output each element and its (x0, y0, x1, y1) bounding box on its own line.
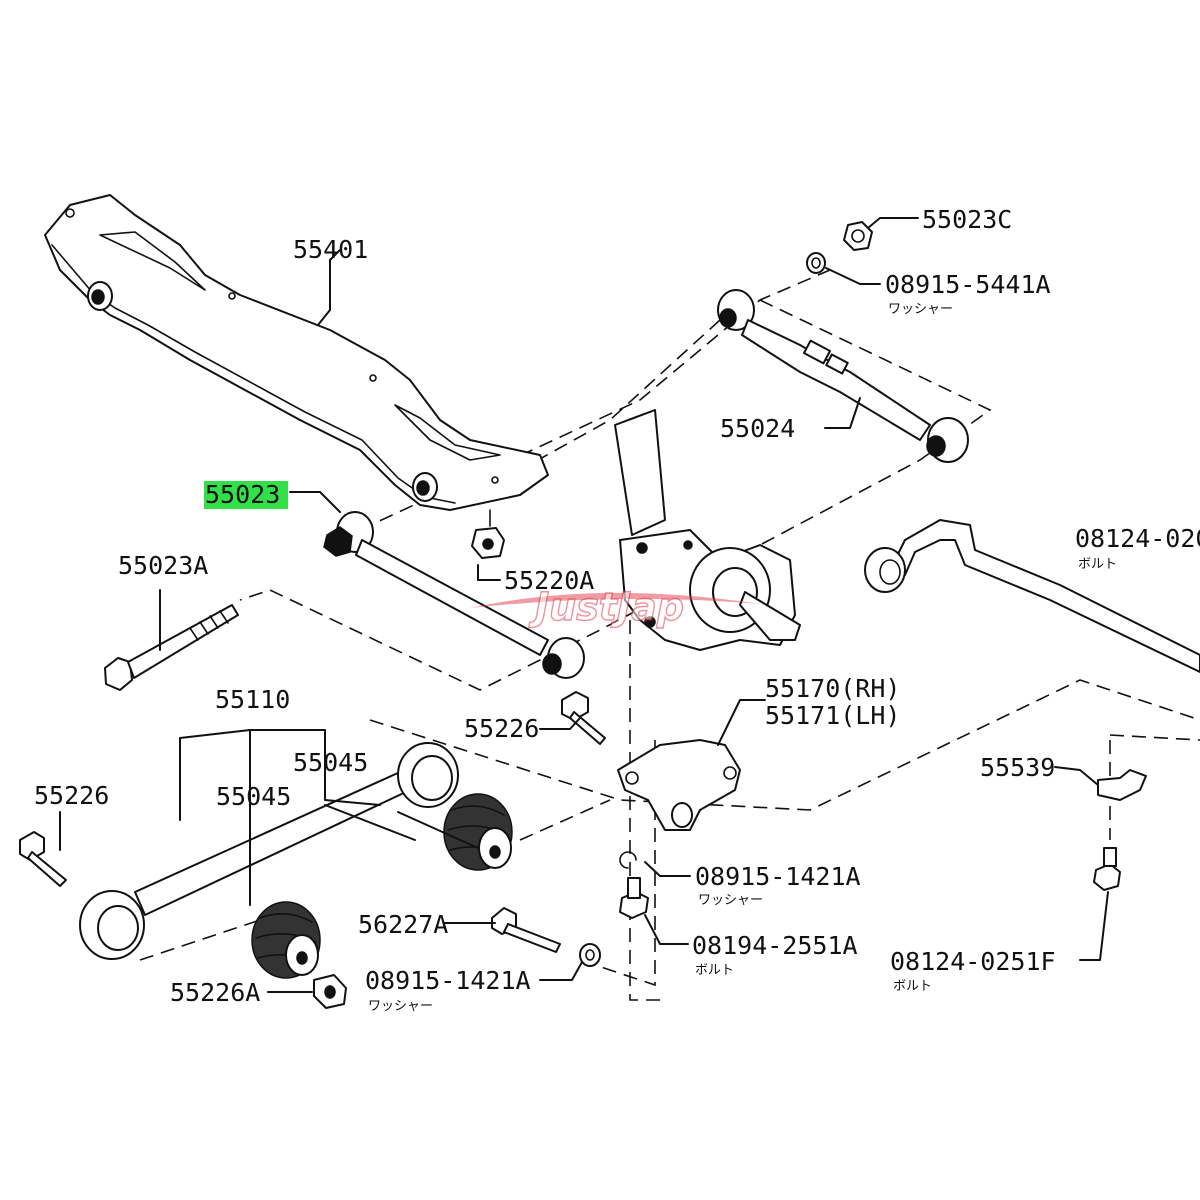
label-56227a[interactable]: 56227A (358, 910, 448, 939)
note-bolt-3: ボルト (893, 979, 932, 994)
label-55024[interactable]: 55024 (720, 414, 795, 443)
label-55226-left[interactable]: 55226 (34, 781, 109, 810)
label-55110[interactable]: 55110 (215, 685, 290, 714)
stabilizer-bar-illustration (864, 519, 1200, 673)
label-55023[interactable]: 55023 (205, 480, 280, 509)
leader-lines (59, 217, 1109, 993)
label-55023a[interactable]: 55023A (118, 551, 208, 580)
lower-arm-illustration (79, 742, 459, 960)
label-55171-lh[interactable]: 55171(LH) (765, 701, 900, 730)
note-washer-2: ワッシャー (698, 893, 763, 908)
bushing-upper-illustration (443, 793, 513, 871)
justjap-watermark: JustJap (470, 584, 760, 630)
label-55401[interactable]: 55401 (293, 235, 368, 264)
bolt-55023a-illustration (104, 604, 239, 691)
bushing-lower-illustration (251, 901, 347, 1009)
label-55220a[interactable]: 55220A (504, 566, 594, 595)
note-bolt-2: ボルト (695, 963, 734, 978)
label-08124-0251f[interactable]: 08124-0251F (890, 947, 1056, 976)
crossmember-illustration (44, 194, 549, 511)
fasteners-illustration (19, 691, 1147, 967)
bracket-illustration (617, 739, 741, 831)
upper-arm-illustration (717, 221, 969, 463)
label-08915-1421a-b[interactable]: 08915-1421A (365, 966, 531, 995)
label-55045-a[interactable]: 55045 (293, 748, 368, 777)
part-highlight (204, 481, 288, 509)
label-08915-5441a[interactable]: 08915-5441A (885, 270, 1051, 299)
label-08194-2551a[interactable]: 08194-2551A (692, 931, 858, 960)
part-labels: 55401 55023C 08915-5441A ワッシャー 55024 550… (34, 205, 1200, 1014)
lower-link-illustration (323, 509, 585, 679)
knuckle-strut-illustration (614, 409, 801, 651)
note-washer-3: ワッシャー (368, 999, 433, 1014)
label-55045-b[interactable]: 55045 (216, 782, 291, 811)
label-55226a[interactable]: 55226A (170, 978, 260, 1007)
label-55539[interactable]: 55539 (980, 753, 1055, 782)
label-55226-mid[interactable]: 55226 (464, 714, 539, 743)
label-08915-1421a-a[interactable]: 08915-1421A (695, 862, 861, 891)
label-55170-rh[interactable]: 55170(RH) (765, 674, 900, 703)
watermark-text: JustJap (528, 585, 684, 629)
label-08124-020[interactable]: 08124-020 (1075, 524, 1200, 553)
label-55023c[interactable]: 55023C (922, 205, 1012, 234)
note-bolt-1: ボルト (1078, 557, 1117, 572)
note-washer-1: ワッシャー (888, 302, 953, 317)
